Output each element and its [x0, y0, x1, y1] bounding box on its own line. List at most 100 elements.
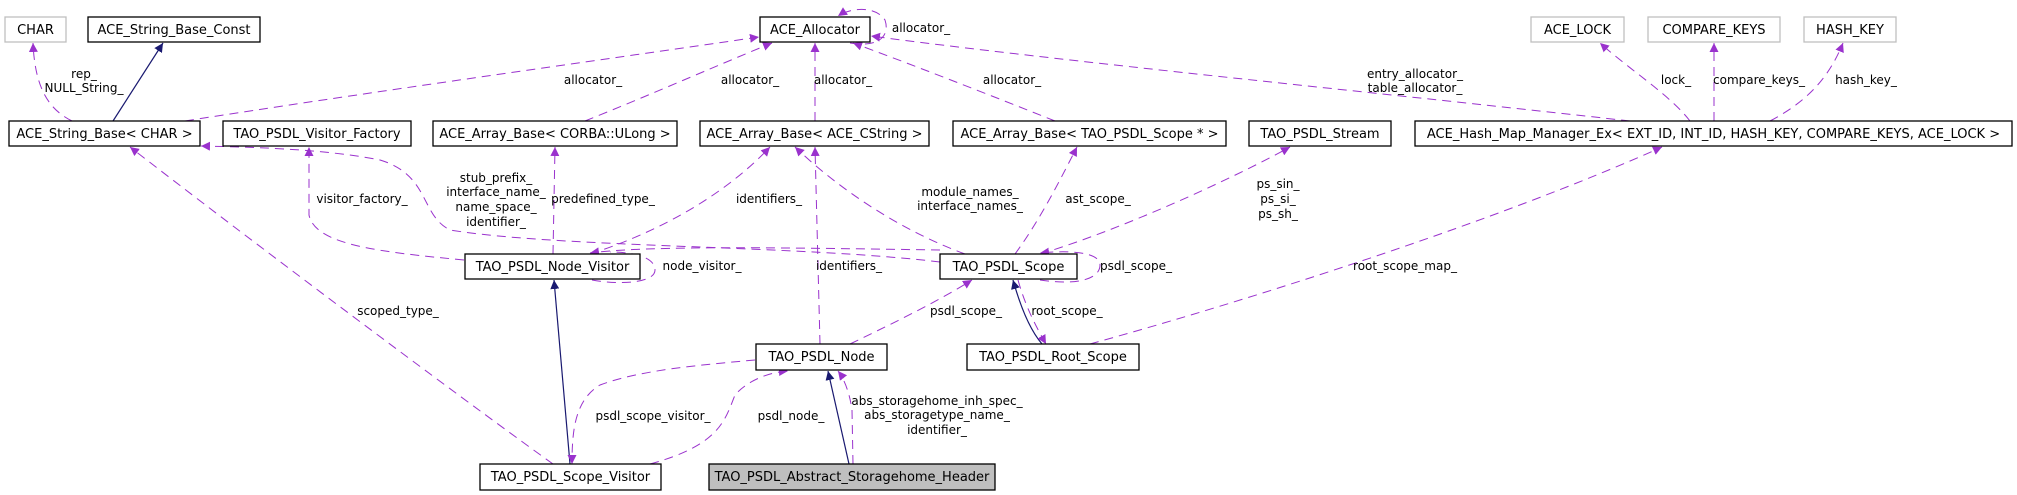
edge-visitor-factory: [304, 147, 465, 261]
svg-text:ACE_Array_Base< TAO_PSDL_Scope: ACE_Array_Base< TAO_PSDL_Scope * >: [960, 127, 1218, 142]
svg-text:ACE_Array_Base< ACE_CString >: ACE_Array_Base< ACE_CString >: [706, 127, 922, 142]
edge-ast-scope: [1014, 146, 1078, 255]
edge-label: root_scope_: [1031, 304, 1103, 318]
edge-psdl-scope-visitor: [567, 359, 756, 465]
edge-label: ps_sh_: [1258, 207, 1299, 221]
edge-label: table_allocator_: [1368, 81, 1464, 95]
edge-label: root_scope_map_: [1353, 259, 1458, 273]
edge-label: module_names_: [921, 185, 1019, 199]
edge-scope-visitor-inheritance: [550, 279, 571, 465]
node-root-scope[interactable]: TAO_PSDL_Root_Scope: [966, 343, 1140, 371]
svg-text:COMPARE_KEYS: COMPARE_KEYS: [1662, 23, 1765, 38]
node-array-scope[interactable]: ACE_Array_Base< TAO_PSDL_Scope * >: [952, 120, 1227, 147]
svg-text:TAO_PSDL_Node: TAO_PSDL_Node: [767, 350, 874, 365]
edge-label: identifiers_: [736, 192, 803, 206]
edge-label: psdl_node_: [758, 409, 826, 423]
edge-node-visitor: [589, 247, 941, 257]
edge-label: compare_keys_: [1713, 73, 1806, 87]
edge-label: rep_: [71, 67, 98, 81]
edge-alloc-ulong: [584, 42, 773, 122]
edge-label: ps_si_: [1260, 192, 1296, 206]
edge-identifiers-visitor: [589, 146, 771, 255]
edge-focus-inheritance: [825, 370, 850, 465]
edge-alloc-scope: [852, 41, 1056, 122]
edge-label: stub_prefix_: [460, 171, 534, 185]
edge-alloc-self: [837, 7, 887, 45]
edge-label: name_space_: [455, 200, 537, 214]
edge-label: psdl_scope_: [930, 304, 1003, 318]
node-stream[interactable]: TAO_PSDL_Stream: [1248, 120, 1392, 147]
edge-label: identifier_: [466, 215, 527, 229]
edge-label: allocator_: [564, 73, 623, 87]
node-array-ulong[interactable]: ACE_Array_Base< CORBA::ULong >: [432, 120, 678, 147]
svg-text:TAO_PSDL_Scope_Visitor: TAO_PSDL_Scope_Visitor: [490, 470, 651, 485]
edge-lock: [1599, 42, 1691, 122]
node-node[interactable]: TAO_PSDL_Node: [755, 343, 888, 371]
edge-root-scope: [1017, 279, 1047, 345]
edge-psdl-scope-self: [1039, 247, 1101, 283]
edge-label: allocator_: [983, 73, 1042, 87]
edge-label: entry_allocator_: [1367, 67, 1464, 81]
svg-text:ACE_String_Base< CHAR >: ACE_String_Base< CHAR >: [16, 127, 192, 142]
edge-label: allocator_: [721, 73, 780, 87]
node-string-base-const[interactable]: ACE_String_Base_Const: [87, 16, 261, 43]
edge-label: interface_names_: [917, 199, 1024, 213]
edge-label: NULL_String_: [45, 81, 125, 95]
node-visitor-factory[interactable]: TAO_PSDL_Visitor_Factory: [222, 120, 412, 147]
edge-label: interface_name_: [446, 185, 547, 199]
edge-identifiers-node: [810, 146, 821, 345]
node-scope[interactable]: TAO_PSDL_Scope: [939, 253, 1078, 280]
edge-labels: rep_ NULL_String_ allocator_ allocator_ …: [45, 21, 1898, 437]
edges: [28, 7, 1844, 465]
svg-text:CHAR: CHAR: [17, 23, 54, 38]
svg-text:ACE_String_Base_Const: ACE_String_Base_Const: [97, 23, 250, 38]
svg-text:TAO_PSDL_Node_Visitor: TAO_PSDL_Node_Visitor: [475, 260, 630, 275]
edge-alloc-hash: [870, 32, 1631, 122]
edge-label: identifiers_: [816, 259, 883, 273]
svg-text:HASH_KEY: HASH_KEY: [1816, 23, 1884, 38]
node-hash-key: HASH_KEY: [1803, 16, 1897, 43]
svg-text:TAO_PSDL_Abstract_Storagehome_: TAO_PSDL_Abstract_Storagehome_Header: [714, 470, 990, 485]
edge-label: psdl_scope_visitor_: [595, 409, 711, 423]
node-allocator[interactable]: ACE_Allocator: [759, 16, 871, 43]
edge-focus-members: [837, 370, 854, 465]
svg-text:TAO_PSDL_Scope: TAO_PSDL_Scope: [952, 260, 1065, 275]
node-array-cstring[interactable]: ACE_Array_Base< ACE_CString >: [699, 120, 930, 147]
svg-text:ACE_Array_Base< CORBA::ULong >: ACE_Array_Base< CORBA::ULong >: [439, 127, 670, 142]
edge-label: allocator_: [892, 21, 951, 35]
svg-text:TAO_PSDL_Root_Scope: TAO_PSDL_Root_Scope: [978, 350, 1127, 365]
edge-ps: [1039, 146, 1291, 255]
node-node-visitor[interactable]: TAO_PSDL_Node_Visitor: [464, 253, 641, 280]
edge-hash-key: [1769, 42, 1844, 122]
node-string-base[interactable]: ACE_String_Base< CHAR >: [8, 120, 201, 147]
edge-rep: [28, 42, 73, 122]
svg-text:ACE_Hash_Map_Manager_Ex< EXT_I: ACE_Hash_Map_Manager_Ex< EXT_ID, INT_ID,…: [1427, 127, 2000, 142]
edge-label: predefined_type_: [551, 192, 656, 206]
node-ace-lock: ACE_LOCK: [1530, 16, 1625, 43]
edge-label: ast_scope_: [1065, 192, 1132, 206]
edge-label: identifier_: [907, 423, 968, 437]
edge-label: hash_key_: [1835, 73, 1898, 87]
svg-text:TAO_PSDL_Visitor_Factory: TAO_PSDL_Visitor_Factory: [232, 127, 400, 142]
edge-label: node_visitor_: [663, 259, 743, 273]
node-scope-visitor[interactable]: TAO_PSDL_Scope_Visitor: [479, 463, 662, 491]
edge-psdl-scope: [849, 279, 973, 345]
edge-label: visitor_factory_: [316, 192, 408, 206]
edge-label: scoped_type_: [357, 304, 440, 318]
edge-node-visitor-self: [591, 251, 656, 284]
edge-label: ps_sin_: [1256, 177, 1300, 191]
edge-scope-strings: [200, 141, 941, 263]
edge-label: abs_storagetype_name_: [864, 408, 1011, 422]
edge-string-base-const-inheritance: [112, 42, 164, 122]
svg-text:ACE_Allocator: ACE_Allocator: [770, 23, 861, 38]
edge-alloc-string: [184, 33, 760, 122]
node-compare-keys: COMPARE_KEYS: [1647, 16, 1781, 43]
edge-label: allocator_: [814, 73, 873, 87]
edge-psdl-node: [649, 367, 789, 465]
node-focus-class: TAO_PSDL_Abstract_Storagehome_Header: [708, 463, 996, 491]
edge-label: psdl_scope_: [1100, 259, 1173, 273]
nodes: CHAR ACE_String_Base_Const ACE_Allocator…: [4, 16, 2013, 491]
edge-root-scope-map: [1089, 146, 1663, 345]
node-hash-map[interactable]: ACE_Hash_Map_Manager_Ex< EXT_ID, INT_ID,…: [1414, 120, 2013, 147]
